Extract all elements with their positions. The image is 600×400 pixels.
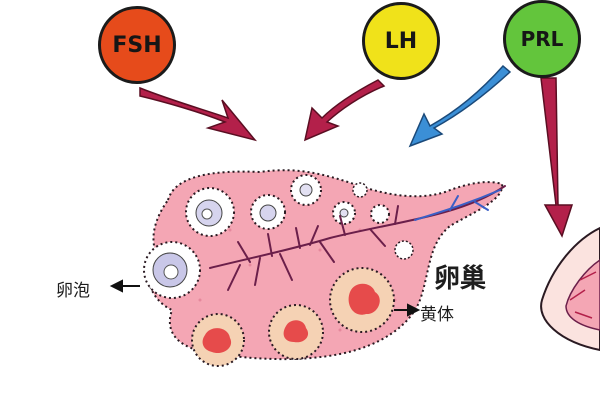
uterus-vessels [569, 271, 597, 319]
fsh-label: FSH [112, 32, 162, 58]
corpus-luteum-small [191, 313, 245, 367]
follicle-small [370, 204, 390, 224]
follicle-small [250, 194, 286, 230]
follicle-small [332, 201, 356, 225]
lh-hormone-badge: LH [362, 2, 440, 80]
lh-arrow [303, 79, 386, 142]
fsh-hormone-badge: FSH [98, 6, 176, 84]
corpus-luteum-pointer [394, 303, 421, 317]
follicle-large [143, 241, 201, 299]
corpus-luteum-medium [268, 304, 324, 360]
follicle-small [290, 174, 322, 206]
fsh-arrow [139, 86, 258, 142]
prl-label: PRL [520, 27, 564, 51]
follicle-pointer [109, 279, 140, 293]
prl-arrow-down [540, 77, 574, 238]
follicle-medium [185, 187, 235, 237]
corpus-luteum-label: 黄体 [420, 305, 454, 325]
blood-vessels-blue [414, 189, 501, 221]
follicle-label: 卵泡 [56, 281, 90, 301]
prl-arrow-blue [408, 64, 512, 148]
follicle-small [394, 240, 414, 260]
lh-label: LH [384, 28, 418, 54]
ovary-label: 卵巢 [434, 264, 487, 294]
prl-hormone-badge: PRL [503, 0, 581, 78]
follicle-small [352, 182, 368, 198]
corpus-luteum-large [329, 267, 395, 333]
blood-vessels [209, 185, 506, 291]
uterus-inner [565, 259, 600, 331]
